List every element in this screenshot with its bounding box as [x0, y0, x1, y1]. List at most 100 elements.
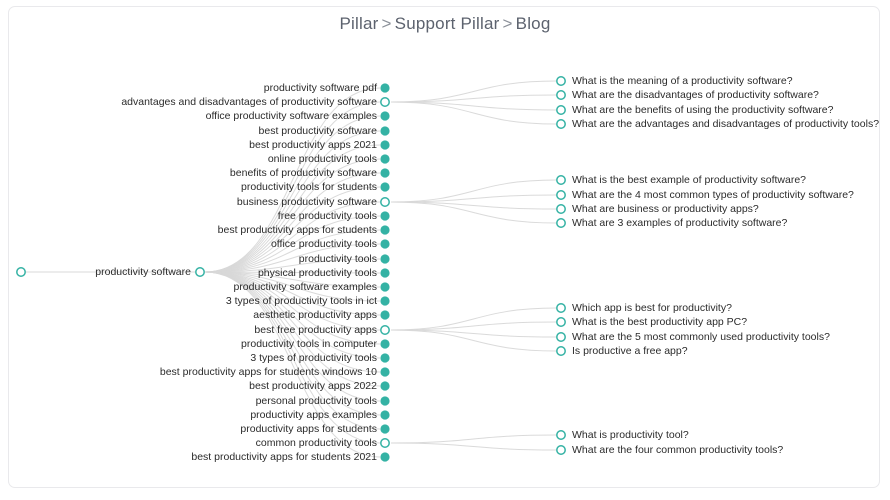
keyword-node-13[interactable]	[380, 268, 390, 278]
graph-edge	[204, 144, 381, 273]
question-node-0-0[interactable]	[556, 76, 566, 86]
question-node-3-0[interactable]	[556, 430, 566, 440]
keyword-label-16: aesthetic productivity apps	[253, 309, 377, 321]
graph-edge	[390, 194, 557, 203]
question-node-3-1[interactable]	[556, 445, 566, 455]
keyword-node-8[interactable]	[380, 197, 390, 207]
origin-node[interactable]	[16, 267, 26, 277]
question-node-2-2[interactable]	[556, 332, 566, 342]
keyword-node-19[interactable]	[380, 353, 390, 363]
question-node-0-2[interactable]	[556, 105, 566, 115]
keyword-node-18[interactable]	[380, 339, 390, 349]
question-node-2-0[interactable]	[556, 303, 566, 313]
graph-edge	[204, 271, 381, 345]
mindmap-card	[8, 6, 880, 488]
breadcrumb-separator-2: >	[502, 14, 513, 33]
question-label-3-1: What are the four common productivity to…	[572, 444, 783, 456]
keyword-node-12[interactable]	[380, 254, 390, 264]
root-node[interactable]	[195, 267, 205, 277]
graph-edge	[204, 271, 381, 373]
graph-edge	[204, 271, 381, 316]
breadcrumb-part-blog[interactable]: Blog	[515, 14, 551, 33]
graph-edge	[204, 271, 381, 331]
keyword-label-22: personal productivity tools	[256, 395, 377, 407]
keyword-label-25: common productivity tools	[256, 437, 377, 449]
keyword-node-7[interactable]	[380, 182, 390, 192]
keyword-node-24[interactable]	[380, 424, 390, 434]
keyword-label-13: physical productivity tools	[258, 267, 377, 279]
question-label-1-1: What are the 4 most common types of prod…	[572, 189, 854, 201]
question-node-2-1[interactable]	[556, 317, 566, 327]
graph-edge	[390, 80, 557, 103]
breadcrumb-separator-1: >	[381, 14, 392, 33]
question-label-0-2: What are the benefits of using the produ…	[572, 104, 834, 116]
keyword-node-21[interactable]	[380, 381, 390, 391]
question-node-1-3[interactable]	[556, 218, 566, 228]
keyword-node-15[interactable]	[380, 296, 390, 306]
question-label-3-0: What is productivity tool?	[572, 429, 689, 441]
graph-edge	[204, 258, 381, 273]
graph-edge	[390, 321, 557, 331]
keyword-label-20: best productivity apps for students wind…	[160, 366, 377, 378]
keyword-node-16[interactable]	[380, 310, 390, 320]
keyword-label-11: office productivity tools	[271, 238, 377, 250]
keyword-node-6[interactable]	[380, 168, 390, 178]
keyword-label-12: productivity tools	[299, 253, 377, 265]
question-label-1-3: What are 3 examples of productivity soft…	[572, 217, 788, 229]
keyword-node-26[interactable]	[380, 452, 390, 462]
keyword-label-6: benefits of productivity software	[230, 167, 377, 179]
keyword-node-9[interactable]	[380, 211, 390, 221]
keyword-label-19: 3 types of productivity tools	[250, 352, 377, 364]
keyword-label-24: productivity apps for students	[240, 423, 377, 435]
graph-edge	[204, 271, 381, 387]
keyword-node-14[interactable]	[380, 282, 390, 292]
keyword-node-10[interactable]	[380, 225, 390, 235]
keyword-label-9: free productivity tools	[278, 210, 377, 222]
keyword-node-23[interactable]	[380, 410, 390, 420]
graph-edge	[204, 87, 381, 273]
question-label-2-1: What is the best productivity app PC?	[572, 316, 747, 328]
keyword-label-0: productivity software pdf	[264, 82, 377, 94]
keyword-node-5[interactable]	[380, 154, 390, 164]
keyword-node-25[interactable]	[380, 438, 390, 448]
graph-edge	[204, 115, 381, 273]
keyword-node-3[interactable]	[380, 126, 390, 136]
breadcrumb-part-support-pillar[interactable]: Support Pillar	[394, 14, 500, 33]
keyword-node-22[interactable]	[380, 396, 390, 406]
keyword-label-5: online productivity tools	[268, 153, 377, 165]
keyword-label-4: best productivity apps 2021	[249, 139, 377, 151]
graph-edge	[390, 201, 557, 224]
keyword-node-1[interactable]	[380, 97, 390, 107]
graph-edge	[204, 172, 381, 273]
keyword-label-23: productivity apps examples	[250, 409, 377, 421]
graph-edge	[390, 94, 557, 103]
question-node-2-3[interactable]	[556, 346, 566, 356]
question-node-1-1[interactable]	[556, 190, 566, 200]
keyword-node-2[interactable]	[380, 111, 390, 121]
breadcrumb-part-pillar[interactable]: Pillar	[339, 14, 379, 33]
question-node-0-1[interactable]	[556, 90, 566, 100]
keyword-node-17[interactable]	[380, 325, 390, 335]
graph-edge	[390, 442, 557, 451]
keyword-node-11[interactable]	[380, 239, 390, 249]
question-node-1-2[interactable]	[556, 204, 566, 214]
keyword-label-21: best productivity apps 2022	[249, 380, 377, 392]
keyword-node-4[interactable]	[380, 140, 390, 150]
question-label-1-2: What are business or productivity apps?	[572, 203, 759, 215]
graph-edge	[204, 101, 381, 273]
question-label-1-0: What is the best example of productivity…	[572, 174, 806, 186]
keyword-label-18: productivity tools in computer	[241, 338, 377, 350]
graph-edge	[204, 271, 381, 274]
keyword-node-0[interactable]	[380, 83, 390, 93]
graph-edge	[204, 215, 381, 273]
graph-edge	[390, 101, 557, 125]
keyword-label-3: best productivity software	[259, 125, 378, 137]
question-node-1-0[interactable]	[556, 175, 566, 185]
keyword-node-20[interactable]	[380, 367, 390, 377]
graph-edge	[204, 271, 381, 458]
question-node-0-3[interactable]	[556, 119, 566, 129]
graph-edge	[204, 271, 381, 288]
keyword-label-1: advantages and disadvantages of producti…	[121, 96, 377, 108]
question-label-0-0: What is the meaning of a productivity so…	[572, 75, 793, 87]
